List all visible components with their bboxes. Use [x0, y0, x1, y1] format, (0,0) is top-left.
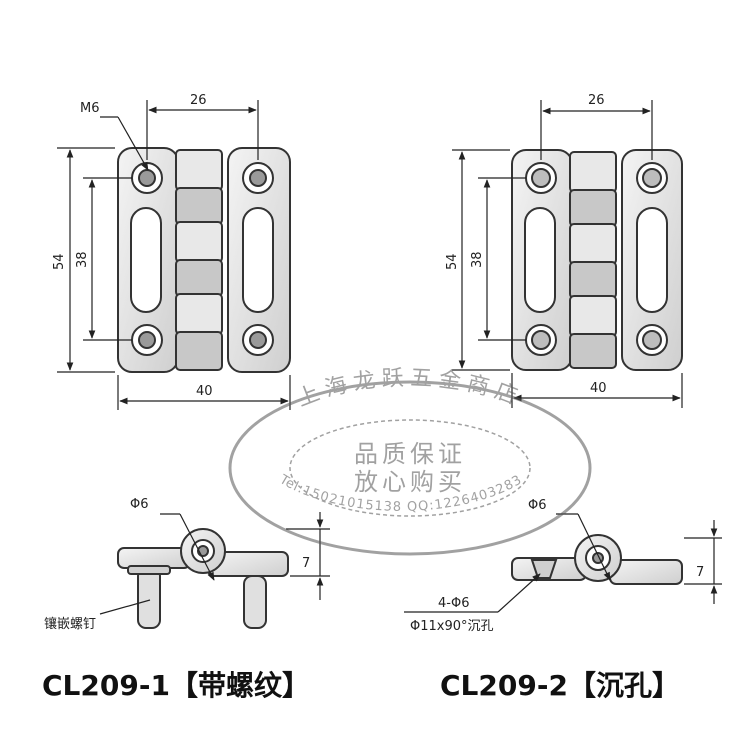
left-dim-38-label: 38 [75, 251, 90, 268]
left-dim-54-label: 54 [52, 253, 67, 270]
stamp-center-line1: 品质保证 [354, 440, 466, 468]
left-hinge-body [117, 147, 291, 373]
right-dim-26-label: 26 [588, 93, 605, 108]
right-countersink-label: Φ11x90°沉孔 [410, 619, 494, 634]
right-slot-left [524, 207, 556, 313]
left-dia-label: Φ6 [130, 497, 149, 512]
stamp-inner-ring [289, 419, 531, 517]
left-dim-40-label: 40 [196, 384, 213, 399]
left-side-height-label: 7 [302, 556, 310, 571]
left-hinge-front-view: M6 26 54 38 40 [52, 93, 291, 410]
right-dimensions [452, 100, 683, 408]
left-hinge-knuckles [175, 149, 223, 371]
right-hinge-front-view: 26 54 38 40 [445, 93, 683, 408]
right-hinge-knuckles [569, 151, 617, 369]
left-hinge-side-view: Φ6 7 镶嵌螺钉 [44, 497, 330, 632]
left-insert-leader [99, 599, 151, 615]
stamp-top-text: 上海龙跃五金商店 [294, 366, 527, 412]
right-side-height-label: 7 [696, 565, 704, 580]
left-insert-screw-right [243, 575, 267, 629]
left-slot-left [130, 207, 162, 313]
right-dim-54-label: 54 [445, 253, 460, 270]
left-dim-26-label: 26 [190, 93, 207, 108]
right-slot-right [636, 207, 668, 313]
right-hinge-holes [525, 162, 668, 356]
right-product-caption: CL209-2【沉孔】 [440, 669, 680, 702]
left-product-caption: CL209-1【带螺纹】 [42, 669, 310, 702]
left-slot-right [242, 207, 274, 313]
left-insert-screw-left [137, 567, 161, 629]
right-dia-label: Φ6 [528, 498, 547, 513]
left-m6-label: M6 [80, 101, 100, 116]
right-dim-38-label: 38 [470, 251, 485, 268]
right-dim-40-label: 40 [590, 381, 607, 396]
right-hole-count-label: 4-Φ6 [438, 596, 469, 611]
right-hinge-body [511, 149, 683, 371]
stamp-center-line2: 放心购买 [354, 468, 466, 496]
left-dimensions [57, 100, 291, 410]
shop-stamp: 上海龙跃五金商店 品质保证 放心购买 Tel:15021015138 QQ:12… [228, 366, 592, 556]
left-hinge-holes [131, 162, 274, 356]
left-insert-label: 镶嵌螺钉 [44, 616, 96, 632]
right-hinge-side-view: Φ6 7 4-Φ6 Φ11x90°沉孔 [404, 498, 722, 634]
stamp-outer-ring [228, 380, 592, 556]
